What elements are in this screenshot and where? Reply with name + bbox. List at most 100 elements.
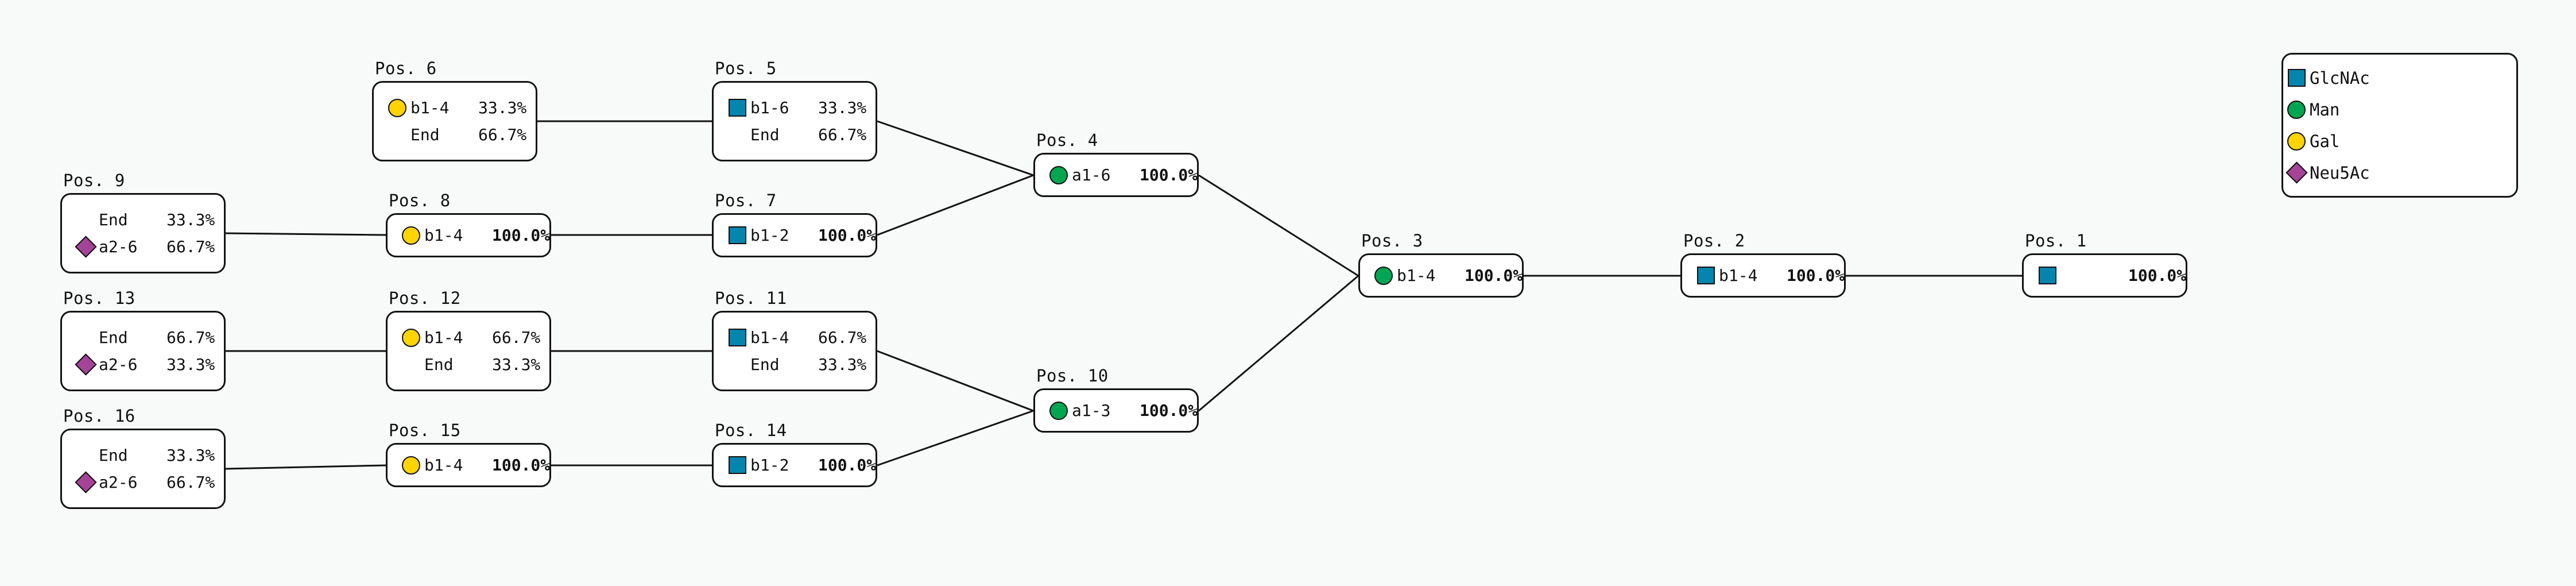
linkage-label: End [99, 446, 128, 465]
node-title: Pos. 11 [715, 288, 787, 308]
node-row: b1-4 100.0% [398, 222, 550, 249]
percent-label: 66.7% [166, 473, 215, 492]
edge-pos4-to-pos3 [1198, 174, 1359, 277]
gal-circle-icon [402, 226, 420, 245]
linkage-label: End [750, 355, 780, 374]
glyph-cell [72, 471, 99, 494]
node-title: Pos. 8 [389, 191, 451, 210]
man-circle-icon [1049, 401, 1068, 420]
legend-label: Man [2310, 99, 2340, 119]
linkage-label: End [99, 210, 128, 229]
node-title: Pos. 4 [1036, 130, 1098, 150]
percent-label: 33.3% [478, 98, 527, 117]
node-title: Pos. 7 [715, 191, 777, 210]
percent-label: 66.7% [478, 125, 527, 144]
glyph-cell [2283, 69, 2310, 87]
neu5ac-diamond-icon [2285, 161, 2308, 184]
linkage-label: b1-4 [750, 328, 789, 347]
glcnac-square-icon [728, 226, 746, 244]
linkage-label: b1-4 [424, 328, 463, 347]
glcnac-square-icon [728, 329, 746, 346]
linkage-label: b1-2 [750, 226, 789, 245]
node-title: Pos. 16 [63, 406, 135, 426]
glyph-cell [1370, 266, 1397, 285]
glcnac-square-icon [2038, 267, 2056, 284]
glyph-cell [2034, 267, 2060, 284]
node-title: Pos. 9 [63, 171, 125, 190]
percent-label: 100.0% [1140, 401, 1198, 420]
node-title: Pos. 5 [715, 59, 777, 78]
legend-label: Neu5Ac [2310, 163, 2370, 183]
percent-label: 66.7% [818, 125, 867, 144]
glyph-cell [2283, 132, 2310, 151]
edge-pos16-to-pos15 [225, 464, 386, 470]
glyph-cell [398, 456, 424, 475]
percent-label: 100.0% [492, 456, 551, 475]
linkage-label: End [750, 125, 780, 144]
linkage-label: b1-4 [424, 456, 463, 475]
edge-pos10-to-pos3 [1198, 275, 1359, 412]
gal-circle-icon [402, 456, 420, 475]
legend-label: Gal [2310, 131, 2340, 151]
percent-label: 100.0% [492, 226, 551, 245]
edge-pos9-to-pos8 [225, 232, 386, 236]
linkage-label: b1-4 [424, 226, 463, 245]
glyph-cell [1045, 401, 1072, 420]
linkage-label: b1-2 [750, 456, 789, 475]
node-row: b1-4 66.7% [398, 324, 540, 351]
glyph-cell [724, 226, 750, 244]
linkage-label: a2-6 [99, 355, 138, 374]
percent-label: 100.0% [1787, 266, 1845, 285]
glcnac-square-icon [728, 456, 746, 474]
glyph-cell [2283, 100, 2310, 119]
node-title: Pos. 15 [389, 421, 461, 440]
node-title: Pos. 6 [375, 59, 437, 78]
gal-circle-icon [2287, 132, 2306, 151]
node-title: Pos. 14 [715, 421, 787, 440]
legend-label: GlcNAc [2310, 68, 2370, 88]
glyph-cell [72, 236, 99, 258]
glcnac-square-icon [728, 99, 746, 117]
percent-label: 100.0% [1465, 266, 1523, 285]
percent-label: 66.7% [166, 328, 215, 347]
percent-label: 33.3% [492, 355, 541, 374]
legend-item-man: Man [2283, 94, 2516, 125]
glyph-cell [1045, 165, 1072, 184]
man-circle-icon [1049, 165, 1068, 184]
glycan-node-pos15[interactable]: Pos. 15 b1-4 100.0% [386, 421, 551, 487]
neu5ac-diamond-icon [74, 236, 97, 258]
percent-label: 66.7% [492, 328, 541, 347]
linkage-label: b1-6 [750, 98, 789, 117]
glyph-cell [724, 329, 750, 346]
percent-label: 66.7% [166, 237, 215, 256]
node-row: b1-4 100.0% [398, 452, 550, 479]
glyph-cell [72, 353, 99, 376]
glcnac-square-icon [2287, 69, 2306, 87]
glyph-cell [398, 328, 424, 347]
glycan-node-pos8[interactable]: Pos. 8 b1-4 100.0% [386, 191, 551, 257]
